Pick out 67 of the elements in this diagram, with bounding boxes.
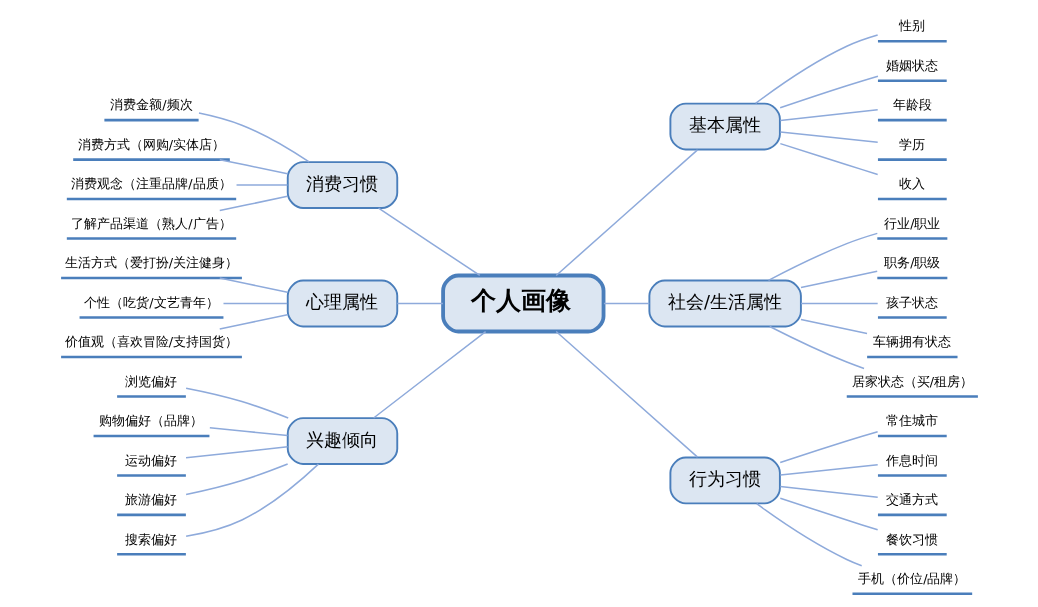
connector <box>396 302 444 305</box>
node-text: 婚姻状态 <box>885 57 938 73</box>
node-text: 手机（价位/品牌） <box>857 571 966 586</box>
connector <box>218 195 288 212</box>
node-text: 常住城市 <box>885 413 938 429</box>
connector <box>602 302 650 305</box>
connector <box>218 314 288 330</box>
node-text: 生活方式（爱打扮/关注健身） <box>64 255 238 271</box>
node-box: 基本属性 <box>668 102 781 151</box>
connector <box>778 430 878 464</box>
node-text: 浏览偏好 <box>125 373 177 389</box>
connector <box>768 325 865 370</box>
node-box: 行为习惯 <box>668 456 781 505</box>
node-text: 价值观（喜欢冒险/支持国货） <box>64 334 238 350</box>
connector <box>222 302 288 305</box>
connector <box>779 497 878 531</box>
node-text: 了解产品渠道（熟人/广告） <box>70 215 232 231</box>
node-box: 心理属性 <box>286 279 398 328</box>
connector <box>755 502 862 567</box>
node-text: 车辆拥有状态 <box>872 334 951 350</box>
connector <box>372 330 486 419</box>
node-text: 消费方式（网购/实体店） <box>77 136 225 152</box>
connector <box>377 207 481 277</box>
node-text: 收入 <box>898 176 925 192</box>
connector <box>218 277 288 293</box>
node-text: 性别 <box>898 18 925 34</box>
node-text: 搜索偏好 <box>125 531 177 547</box>
node-text: 购物偏好（品牌） <box>99 413 203 429</box>
connector <box>184 387 289 419</box>
node-text: 孩子状态 <box>885 294 938 310</box>
connector <box>779 131 878 143</box>
node-text: 学历 <box>898 136 925 152</box>
connector <box>184 463 319 538</box>
connector <box>197 112 310 163</box>
connector <box>778 75 879 109</box>
node-text: 餐饮习惯 <box>885 531 938 547</box>
node-text: 年龄段 <box>892 97 932 113</box>
node-text: 消费金额/频次 <box>109 97 193 113</box>
node-text: 消费观念（注重品牌/品质） <box>70 176 232 192</box>
connector <box>208 426 288 437</box>
connector <box>554 330 698 458</box>
node-text: 职务/职级 <box>883 255 940 271</box>
node-box: 社会/生活属性 <box>647 279 802 328</box>
node-box: 个人画像 <box>440 273 605 334</box>
node-box: 兴趣倾向 <box>286 417 398 465</box>
connector <box>554 149 698 277</box>
connector <box>754 34 878 105</box>
connector <box>184 463 288 496</box>
node-text: 个性（吃货/文艺青年） <box>83 294 219 310</box>
node-text: 运动偏好 <box>125 452 177 468</box>
connector <box>799 302 878 305</box>
connector <box>779 464 878 476</box>
node-text: 旅游偏好 <box>125 492 177 508</box>
node-box: 消费习惯 <box>286 161 398 209</box>
connector <box>779 485 878 498</box>
node-text: 交通方式 <box>885 492 938 508</box>
connector <box>235 184 288 186</box>
connector <box>184 446 288 459</box>
node-text: 居家状态（买/租房） <box>851 373 973 389</box>
node-text: 行业/职业 <box>883 215 940 231</box>
connector <box>799 270 878 289</box>
connector <box>779 142 878 176</box>
connector <box>799 318 868 335</box>
node-text: 作息时间 <box>885 452 938 468</box>
connector <box>779 109 878 122</box>
connector <box>767 232 878 282</box>
connector <box>218 158 288 175</box>
